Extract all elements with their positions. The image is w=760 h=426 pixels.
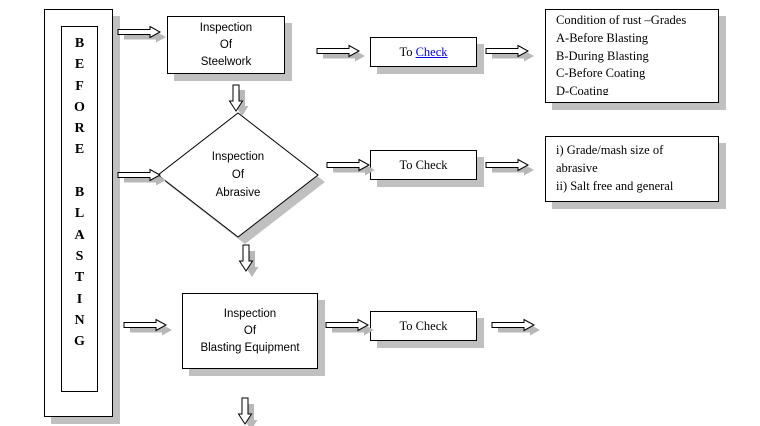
label-letter: I — [76, 291, 83, 307]
steelwork-box: Inspection Of Steelwork — [167, 16, 285, 74]
rust-grades-box: Condition of rust –Grades A-Before Blast… — [545, 9, 719, 103]
steelwork-line3: Steelwork — [200, 55, 252, 68]
left-inner-frame: B E F O R E B L A S T I N G — [61, 26, 98, 392]
label-letter: E — [74, 142, 85, 158]
label-letter: B — [74, 185, 85, 201]
label-letter: T — [74, 270, 85, 286]
check3-label: To Check — [399, 318, 448, 333]
rust-item: A-Before Blasting — [556, 30, 648, 45]
label-letter: B — [74, 36, 85, 51]
check3-box: To Check — [370, 311, 477, 341]
label-letter: G — [74, 334, 85, 350]
label-letter: F — [75, 78, 84, 94]
label-letter: S — [75, 248, 84, 264]
abrasive-item: i) Grade/mash size of — [556, 143, 664, 157]
abrasive-item: abrasive — [556, 160, 598, 175]
equipment-box: Inspection Of Blasting Equipment — [182, 293, 318, 369]
label-letter: R — [74, 121, 85, 137]
steelwork-line2: Of — [219, 38, 233, 51]
abrasive-label: Inspection Of Abrasive — [188, 145, 288, 205]
equipment-line2: Of — [243, 324, 257, 337]
check2-box: To Check — [370, 150, 477, 180]
check1-box: To Check — [370, 37, 477, 67]
check-link[interactable]: Check — [415, 44, 448, 59]
steelwork-line1: Inspection — [199, 21, 253, 34]
before-blasting-label: B E F O R E B L A S T I N G — [62, 27, 97, 352]
label-letter: A — [74, 227, 85, 243]
label-letter: N — [74, 312, 85, 328]
check2-label: To Check — [399, 157, 448, 172]
abrasive-check-box: i) Grade/mash size of abrasive ii) Salt … — [545, 136, 719, 202]
label-letter: L — [74, 206, 85, 222]
abrasive-line3: Abrasive — [215, 187, 261, 199]
rust-item: B-During Blasting — [556, 48, 649, 63]
equipment-line1: Inspection — [223, 307, 277, 320]
label-letter: O — [74, 99, 85, 115]
rust-item: Condition of rust –Grades — [556, 13, 687, 27]
label-letter: E — [74, 57, 85, 73]
rust-item: D-Coating — [556, 84, 609, 96]
check1-prefix: To — [399, 44, 416, 59]
abrasive-item: ii) Salt free and general — [556, 178, 674, 193]
abrasive-line2: Of — [231, 169, 245, 181]
rust-item: C-Before Coating — [556, 66, 646, 81]
abrasive-line1: Inspection — [211, 151, 265, 163]
abrasive-diamond — [157, 112, 319, 238]
equipment-line3: Blasting Equipment — [200, 341, 300, 354]
